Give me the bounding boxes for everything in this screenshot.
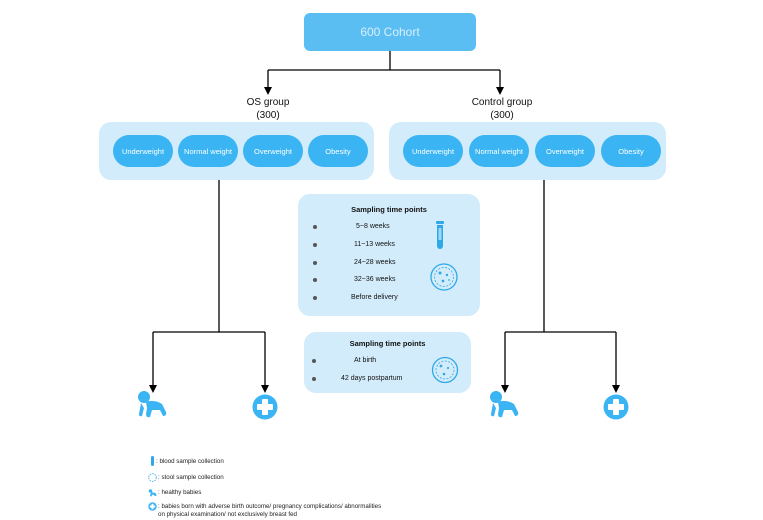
test-tube-icon (151, 456, 154, 466)
test-tube-icon (436, 221, 444, 249)
bullet-dot (312, 377, 316, 381)
medical-cross-icon (148, 502, 157, 511)
crawling-baby-icon (148, 489, 157, 497)
infant-sampling-title: Sampling time points (349, 339, 426, 348)
os-group-count: (300) (256, 110, 280, 121)
control-category-underweight: Underweight (403, 135, 463, 167)
legend-adverse-line2: on physical examination/ not exclusively… (158, 511, 297, 518)
bullet-dot (313, 278, 317, 282)
control-category-obesity: Obesity (601, 135, 661, 167)
sampling-item: Before delivery (351, 294, 398, 301)
os-group-name: OS group (246, 97, 290, 108)
legend-healthy: : healthy babies (158, 489, 202, 496)
pregnancy-sampling-panel: Sampling time points 5~8 weeks 11~13 wee… (298, 194, 480, 316)
sampling-item: 32~36 weeks (354, 276, 396, 283)
bullet-dot (313, 261, 317, 265)
legend: : blood sample collection : stool sample… (148, 456, 468, 520)
legend-stool: : stool sample collection (158, 474, 224, 481)
legend-adverse-line1: : babies born with adverse birth outcome… (158, 503, 382, 510)
control-category-normal-weight: Normal weight (469, 135, 529, 167)
os-category-underweight: Underweight (113, 135, 173, 167)
os-category-normal-weight: Normal weight (178, 135, 238, 167)
medical-cross-icon (603, 394, 629, 420)
control-group-name: Control group (471, 97, 533, 108)
os-group-title: OS group (300) (193, 96, 343, 122)
cohort-box: 600 Cohort (304, 13, 476, 51)
petri-dish-icon (148, 473, 157, 482)
sampling-item: 11~13 weeks (354, 241, 395, 248)
control-group-count: (300) (490, 110, 514, 121)
bullet-dot (313, 296, 317, 300)
os-category-obesity: Obesity (308, 135, 368, 167)
sampling-item: 24~28 weeks (354, 259, 396, 266)
os-category-overweight: Overweight (243, 135, 303, 167)
petri-dish-icon (431, 356, 459, 384)
sampling-item: 42 days postpartum (341, 375, 403, 382)
infant-sampling-panel: Sampling time points At birth 42 days po… (304, 332, 471, 393)
control-group-title: Control group (300) (427, 96, 577, 122)
os-group-panel: Underweight Normal weight Overweight Obe… (99, 122, 374, 180)
bullet-dot (313, 243, 317, 247)
crawling-baby-icon (490, 391, 519, 418)
petri-dish-icon (430, 263, 458, 291)
medical-cross-icon (252, 394, 278, 420)
sampling-item: At birth (354, 357, 377, 364)
legend-blood: : blood sample collection (156, 458, 224, 465)
sampling-item: 5~8 weeks (356, 223, 390, 230)
bullet-dot (312, 359, 316, 363)
cohort-label: 600 Cohort (360, 25, 420, 39)
control-group-panel: Underweight Normal weight Overweight Obe… (389, 122, 666, 180)
bullet-dot (313, 225, 317, 229)
pregnancy-sampling-title: Sampling time points (351, 205, 427, 214)
crawling-baby-icon (138, 391, 167, 418)
control-category-overweight: Overweight (535, 135, 595, 167)
